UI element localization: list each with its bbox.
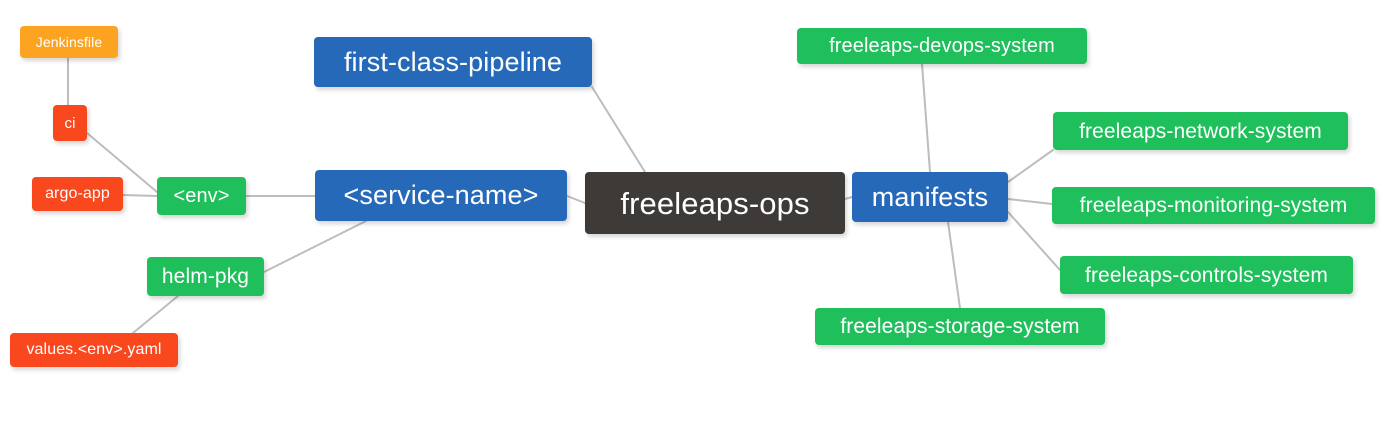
node-helm-pkg[interactable]: helm-pkg (147, 257, 264, 296)
edge-env-to-argo-app (122, 194, 158, 197)
node-label-helm-pkg: helm-pkg (161, 265, 250, 288)
node-label-service-name: <service-name> (343, 180, 539, 210)
node-freeleaps-monitoring-system[interactable]: freeleaps-monitoring-system (1052, 187, 1375, 224)
edge-manifests-to-freeleaps-storage-system (947, 221, 961, 309)
node-label-first-class-pipeline: first-class-pipeline (343, 46, 563, 77)
node-jenkinsfile[interactable]: Jenkinsfile (20, 26, 118, 58)
node-label-freeleaps-storage-system: freeleaps-storage-system (840, 315, 1080, 338)
edge-freeleaps-ops-to-first-class-pipeline (591, 86, 646, 173)
edge-manifests-to-freeleaps-network-system (1007, 149, 1054, 183)
node-label-manifests: manifests (871, 181, 989, 212)
edge-service-name-to-helm-pkg (263, 220, 367, 273)
node-label-freeleaps-network-system: freeleaps-network-system (1079, 119, 1322, 143)
edge-helm-pkg-to-values-yaml (132, 295, 179, 334)
node-manifests[interactable]: manifests (852, 172, 1008, 222)
node-first-class-pipeline[interactable]: first-class-pipeline (314, 37, 592, 87)
edge-manifests-to-freeleaps-monitoring-system (1007, 198, 1053, 205)
node-freeleaps-devops-system[interactable]: freeleaps-devops-system (797, 28, 1087, 64)
node-label-freeleaps-monitoring-system: freeleaps-monitoring-system (1079, 194, 1348, 217)
node-label-freeleaps-ops: freeleaps-ops (620, 185, 810, 221)
edge-freeleaps-ops-to-service-name (566, 195, 586, 204)
node-label-freeleaps-devops-system: freeleaps-devops-system (829, 35, 1055, 57)
node-label-values-yaml: values.<env>.yaml (26, 341, 162, 358)
node-freeleaps-network-system[interactable]: freeleaps-network-system (1053, 112, 1348, 150)
node-env[interactable]: <env> (157, 177, 246, 215)
node-freeleaps-controls-system[interactable]: freeleaps-controls-system (1060, 256, 1353, 294)
edge-freeleaps-ops-to-manifests (844, 196, 853, 200)
node-label-freeleaps-controls-system: freeleaps-controls-system (1085, 263, 1328, 287)
node-label-ci: ci (64, 114, 76, 132)
node-freeleaps-storage-system[interactable]: freeleaps-storage-system (815, 308, 1105, 345)
node-label-env: <env> (173, 185, 230, 207)
node-service-name[interactable]: <service-name> (315, 170, 567, 221)
node-values-yaml[interactable]: values.<env>.yaml (10, 333, 178, 367)
node-ci[interactable]: ci (53, 105, 87, 141)
node-label-argo-app: argo-app (45, 185, 110, 202)
edge-manifests-to-freeleaps-devops-system (921, 63, 931, 173)
node-label-jenkinsfile: Jenkinsfile (35, 34, 103, 50)
node-argo-app[interactable]: argo-app (32, 177, 123, 211)
node-freeleaps-ops[interactable]: freeleaps-ops (585, 172, 845, 234)
